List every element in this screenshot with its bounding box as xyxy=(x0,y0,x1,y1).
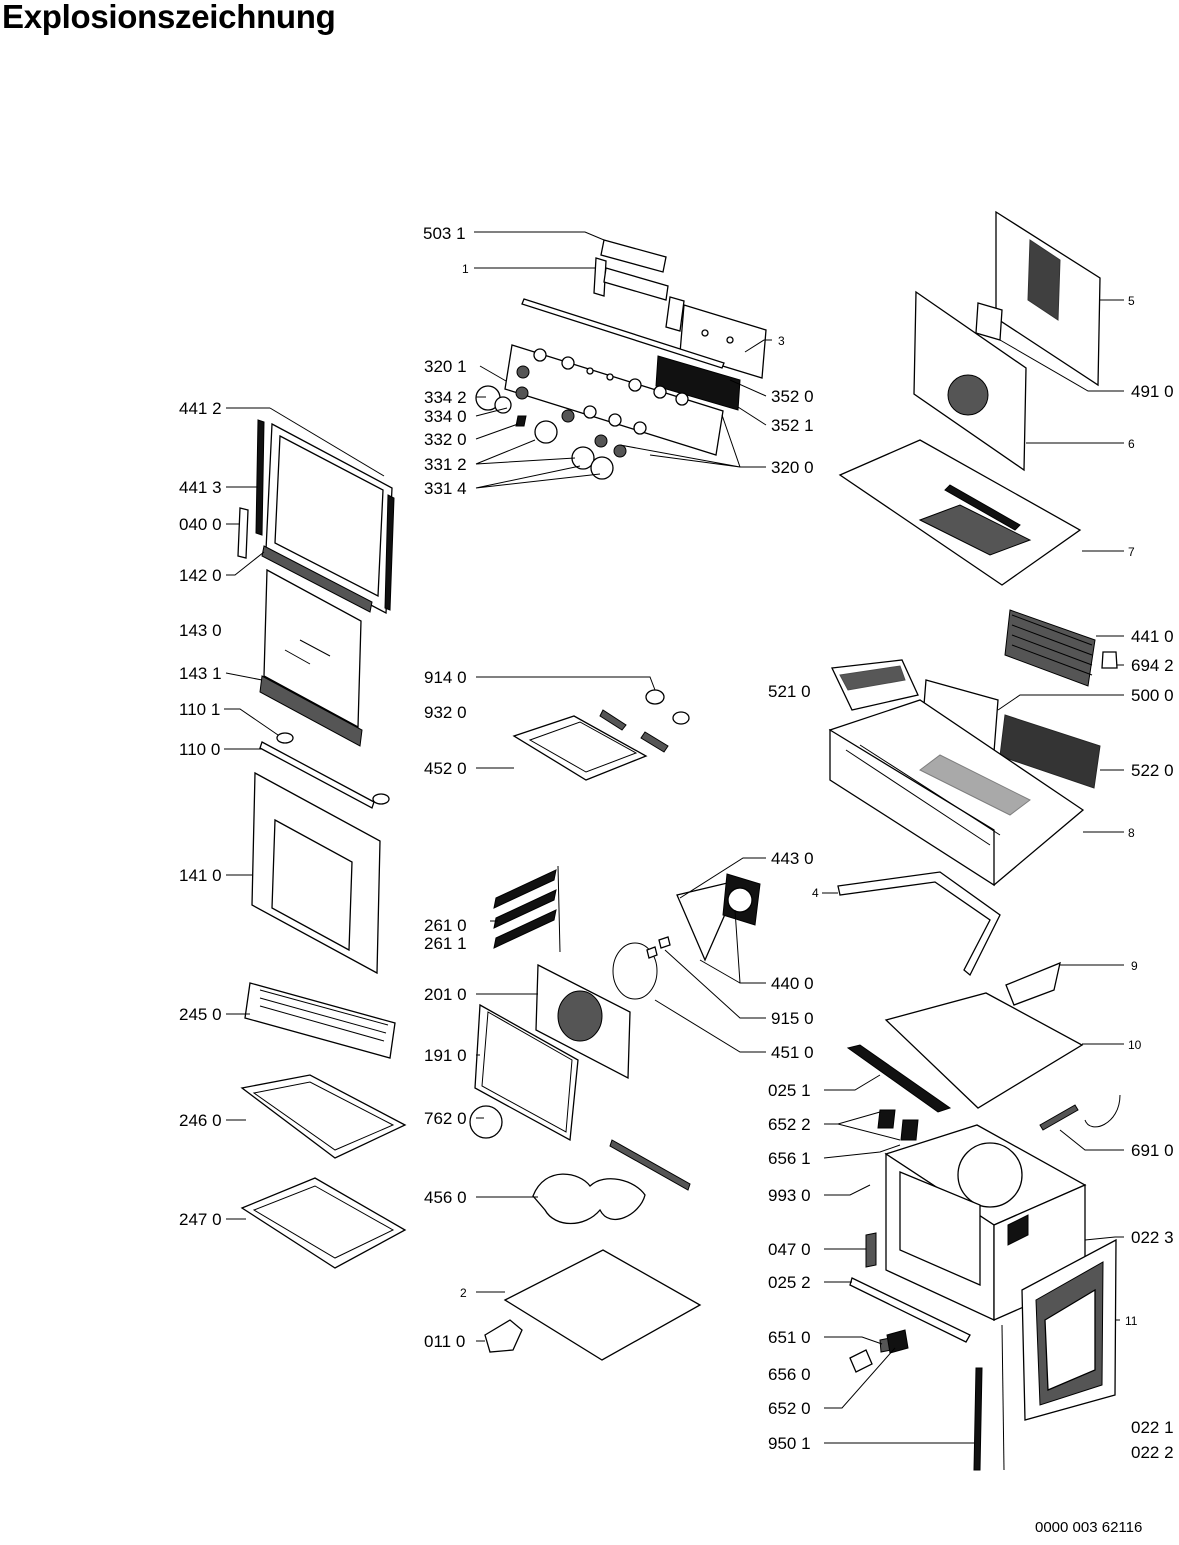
label-261-0: 261 0 xyxy=(424,916,467,935)
label-491-0: 491 0 xyxy=(1131,382,1174,401)
label-441-0: 441 0 xyxy=(1131,627,1174,646)
label-652-2: 652 2 xyxy=(768,1115,811,1134)
label-025-2: 025 2 xyxy=(768,1273,811,1292)
label-022-3: 022 3 xyxy=(1131,1228,1174,1247)
label-352-1: 352 1 xyxy=(771,416,814,435)
label-4: 4 xyxy=(812,886,819,900)
label-331-4: 331 4 xyxy=(424,479,467,498)
label-141-0: 141 0 xyxy=(179,866,222,885)
label-915-0: 915 0 xyxy=(771,1009,814,1028)
label-245-0: 245 0 xyxy=(179,1005,222,1024)
label-247-0: 247 0 xyxy=(179,1210,222,1229)
label-651-0: 651 0 xyxy=(768,1328,811,1347)
label-191-0: 191 0 xyxy=(424,1046,467,1065)
door-group xyxy=(237,407,407,1269)
label-334-2: 334 2 xyxy=(424,388,467,407)
label-110-0: 110 0 xyxy=(179,740,220,759)
part-labels: 503 1 1 3 320 1 334 2 334 0 332 0 331 2 … xyxy=(179,224,1174,1462)
leader-lines xyxy=(224,231,1124,1444)
label-143-0: 143 0 xyxy=(179,621,222,640)
label-656-0: 656 0 xyxy=(768,1365,811,1384)
label-011-0: 011 0 xyxy=(424,1332,465,1351)
label-440-0: 440 0 xyxy=(771,974,814,993)
label-441-2: 441 2 xyxy=(179,399,222,418)
label-143-1: 143 1 xyxy=(179,664,222,683)
label-443-0: 443 0 xyxy=(771,849,814,868)
label-9: 9 xyxy=(1131,959,1138,973)
label-040-0: 040 0 xyxy=(179,515,222,534)
label-950-1: 950 1 xyxy=(768,1434,811,1453)
label-441-3: 441 3 xyxy=(179,478,222,497)
label-500-0: 500 0 xyxy=(1131,686,1174,705)
label-022-2: 022 2 xyxy=(1131,1443,1174,1462)
label-334-0: 334 0 xyxy=(424,407,467,426)
label-762-0: 762 0 xyxy=(424,1109,467,1128)
label-932-0: 932 0 xyxy=(424,703,467,722)
page-title: Explosionszeichnung xyxy=(2,0,336,35)
label-5: 5 xyxy=(1128,294,1135,308)
label-022-1: 022 1 xyxy=(1131,1418,1174,1437)
label-691-0: 691 0 xyxy=(1131,1141,1174,1160)
label-331-2: 331 2 xyxy=(424,455,467,474)
control-panel-group xyxy=(475,239,767,480)
label-025-1: 025 1 xyxy=(768,1081,811,1100)
label-521-0: 521 0 xyxy=(768,682,811,701)
label-452-0: 452 0 xyxy=(424,759,467,778)
label-503-1: 503 1 xyxy=(423,224,466,243)
label-656-1: 656 1 xyxy=(768,1149,811,1168)
back-panel-group xyxy=(838,210,1118,687)
label-320-1: 320 1 xyxy=(424,357,467,376)
label-1: 1 xyxy=(462,262,469,276)
label-522-0: 522 0 xyxy=(1131,761,1174,780)
label-320-0: 320 0 xyxy=(771,458,814,477)
label-694-2: 694 2 xyxy=(1131,656,1174,675)
oven-body-group xyxy=(837,871,1121,1471)
document-number: 0000 003 62116 xyxy=(1035,1519,1143,1536)
label-652-0: 652 0 xyxy=(768,1399,811,1418)
label-451-0: 451 0 xyxy=(771,1043,814,1062)
label-11: 11 xyxy=(1125,1314,1138,1328)
label-3: 3 xyxy=(778,334,785,348)
label-993-0: 993 0 xyxy=(768,1186,811,1205)
label-10: 10 xyxy=(1128,1038,1142,1052)
label-352-0: 352 0 xyxy=(771,387,814,406)
label-201-0: 201 0 xyxy=(424,985,467,1004)
label-261-1: 261 1 xyxy=(424,934,467,953)
label-6: 6 xyxy=(1128,437,1135,451)
label-047-0: 047 0 xyxy=(768,1240,811,1259)
electronics-group xyxy=(828,659,1101,887)
label-246-0: 246 0 xyxy=(179,1111,222,1130)
label-110-1: 110 1 xyxy=(179,700,220,719)
label-2: 2 xyxy=(460,1286,467,1300)
label-332-0: 332 0 xyxy=(424,430,467,449)
label-456-0: 456 0 xyxy=(424,1188,467,1207)
label-914-0: 914 0 xyxy=(424,668,467,687)
label-7: 7 xyxy=(1128,545,1135,559)
oven-internals-group xyxy=(469,689,761,1361)
label-142-0: 142 0 xyxy=(179,566,222,585)
label-8: 8 xyxy=(1128,826,1135,840)
